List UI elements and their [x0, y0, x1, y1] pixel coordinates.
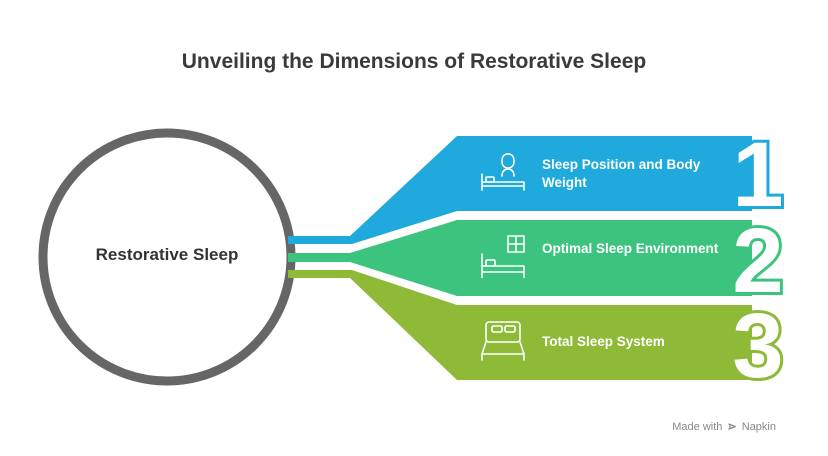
napkin-logo-icon: ⋗	[727, 421, 737, 433]
diagram-title: Unveiling the Dimensions of Restorative …	[181, 50, 647, 73]
center-label: Restorative Sleep	[95, 245, 239, 264]
bedroom-window-icon	[481, 235, 525, 278]
item-3-label: Total Sleep System	[542, 334, 665, 349]
bed-icon	[481, 321, 525, 361]
item-1-label: Sleep Position and Body Weight	[542, 157, 701, 190]
footer-brand: Napkin	[741, 421, 776, 433]
number-2: 2	[732, 210, 783, 312]
footer-made-with: Made with	[672, 421, 723, 433]
item-2-label: Optimal Sleep Environment	[542, 241, 719, 256]
band-1	[288, 136, 752, 244]
person-in-bed-icon	[481, 153, 525, 191]
band-2	[288, 220, 752, 296]
footer-credit: Made with ⋗ Napkin	[672, 420, 776, 433]
number-1: 1	[732, 124, 783, 226]
number-3: 3	[732, 295, 783, 397]
